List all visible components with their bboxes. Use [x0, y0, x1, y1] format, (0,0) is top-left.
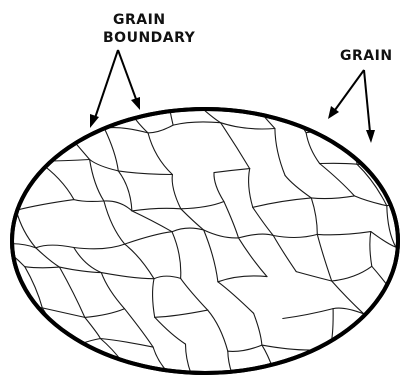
grain-boundary-line [381, 355, 400, 379]
grain-boundary-line [331, 344, 381, 355]
grain-arrows [328, 70, 375, 143]
grain-boundary-line [380, 130, 405, 137]
grain-boundary-line [95, 89, 122, 96]
grain-boundary-line [16, 125, 62, 137]
grain-boundary-line [61, 125, 104, 128]
grain-boundary-line [65, 352, 79, 379]
grain-boundary-line [35, 93, 61, 125]
grain-label: GRAIN [340, 48, 393, 64]
grain-boundary-line [364, 313, 405, 318]
grain-boundary-line [243, 89, 285, 91]
grain-boundary-line [196, 89, 243, 103]
grain-boundary-line [400, 340, 405, 379]
grain-boundary-line [394, 102, 405, 136]
grain-boundary-line [331, 344, 372, 377]
grain-boundary-line [122, 90, 168, 95]
grain-boundary-line [353, 126, 381, 130]
grain-boundary-line [35, 88, 95, 93]
grain-boundary-line [168, 90, 196, 103]
grain-boundary-line [364, 314, 381, 355]
grain-boundary-label-line1: GRAIN [113, 12, 166, 28]
grain-boundary-line [14, 93, 34, 103]
grain-boundary-arrows [90, 50, 140, 128]
grain-boundary-line [14, 103, 15, 137]
grain-boundary-line [3, 161, 39, 165]
grain-boundary-line [311, 350, 326, 379]
grain-boundary-line [381, 340, 405, 355]
grain-boundary-line [17, 312, 23, 355]
grain-boundary-line [23, 351, 65, 355]
grain-boundary-line [316, 91, 361, 99]
grain-boundary-line [3, 165, 17, 210]
grain-boundary-label-line2: BOUNDARY [103, 30, 196, 46]
